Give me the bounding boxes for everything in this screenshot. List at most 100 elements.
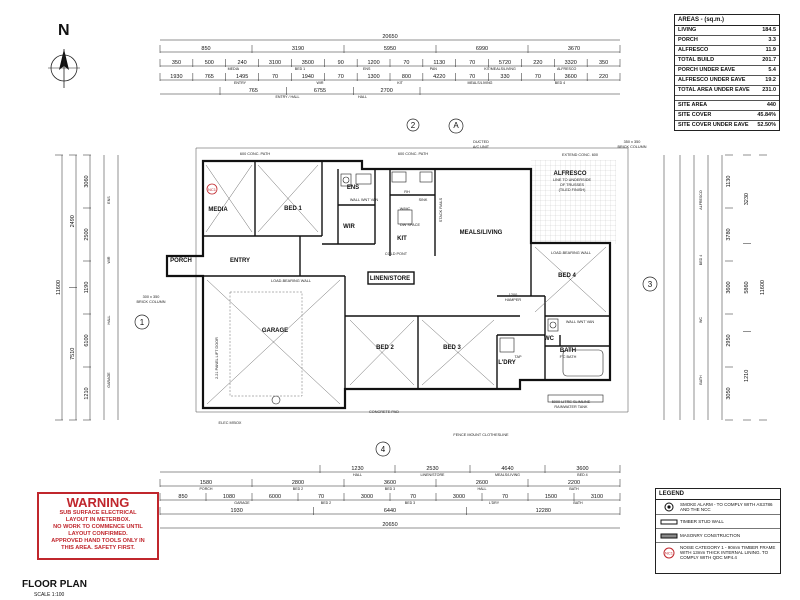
plan-scale: SCALE 1:100 <box>34 592 65 598</box>
bottom-dimensions <box>159 465 621 529</box>
warning-line: LAYOUT IN METERBOX. <box>65 517 131 523</box>
svg-text:NC1: NC1 <box>208 187 217 192</box>
dimension-label: HALL <box>358 95 367 99</box>
plan-note: COLD PONT <box>385 252 408 256</box>
plan-note: FENCE MOUNT CLOTHESLINE <box>453 433 509 437</box>
plan-note: W/MC <box>400 207 411 211</box>
plan-note: TAP <box>514 355 522 359</box>
plan-note: OF TRUSSES <box>560 183 585 187</box>
dimension-value: 1190 <box>84 282 90 294</box>
plan-note: RAINWATER TANK <box>554 405 588 409</box>
room-label: BED 4 <box>558 273 576 279</box>
dimension-label: KIT <box>397 81 403 85</box>
dimension-label: BATH <box>573 501 583 505</box>
dimension-label: MEALS/LIVING <box>495 473 520 477</box>
dimension-value: 1210 <box>744 370 750 382</box>
dimension-label: ENS <box>107 196 111 204</box>
dimension-label: MEDIA <box>228 67 240 71</box>
dimension-value: 240 <box>238 60 247 66</box>
areas-value: 184.5 <box>762 27 776 33</box>
warning-line: THIS AREA. SAFETY FIRST. <box>61 545 135 551</box>
dimension-value: 1230 <box>351 466 363 472</box>
fixtures <box>271 171 604 405</box>
north-arrow-icon <box>48 49 80 88</box>
dimension-label: BED 4 <box>699 255 703 265</box>
alfresco-hatch <box>531 160 616 244</box>
dimension-value: 3320 <box>565 60 577 66</box>
room-label: ALFRESCO <box>554 171 587 177</box>
dimension-label: ALFRESCO <box>699 190 703 210</box>
dimension-value: 70 <box>272 74 278 80</box>
dimension-value: 2530 <box>426 466 438 472</box>
plan-note: BRICK COLUMN <box>617 145 646 149</box>
section-marker-label: A <box>453 121 459 130</box>
noise-category-icon: NC1 <box>658 547 680 559</box>
warning-line: SUB SURFACE ELECTRICAL <box>59 510 137 516</box>
plan-note: DW SPACE <box>400 223 420 227</box>
plan-note: LINE TO UNDERSIDE <box>553 178 592 182</box>
dimension-value: 6000 <box>269 494 281 500</box>
timber-wall-icon <box>658 519 680 525</box>
dimension-value: 3050 <box>726 387 732 399</box>
areas-value: 19.2 <box>765 77 776 83</box>
dimension-value: 70 <box>535 74 541 80</box>
room-label: BED 3 <box>443 345 461 351</box>
garage-ceiling-lines <box>205 164 607 405</box>
room-label: ENTRY <box>230 258 250 264</box>
legend-item: NC1 NOISE CATEGORY 1 - 90mm TIMBER FRAME… <box>656 543 780 562</box>
dimension-value: 3600 <box>576 466 588 472</box>
warning-heading: WARNING <box>66 495 130 510</box>
plan-note: F'C BATH <box>560 355 577 359</box>
dimension-value: 330 <box>500 74 509 80</box>
dimension-value: 1210 <box>84 387 90 399</box>
plan-note: 350 x 350 <box>624 140 641 144</box>
plan-note: 600 CONC. PATH <box>398 152 428 156</box>
dimension-value: 70 <box>410 494 416 500</box>
room-label: WC <box>544 336 555 342</box>
internal-walls <box>203 161 610 389</box>
areas-value: 11.9 <box>765 47 776 53</box>
dimension-value: 11600 <box>760 280 766 295</box>
dimension-value: 7510 <box>70 348 76 360</box>
smoke-alarm-icon: NC1 <box>206 183 218 195</box>
legend: LEGEND SMOKE ALARM - TO COMPLY WITH AS37… <box>655 488 781 574</box>
dimension-value: 2800 <box>292 480 304 486</box>
dimension-label: PAN <box>430 67 438 71</box>
areas-value: 3.3 <box>768 37 776 43</box>
dimension-label: L'DRY <box>489 501 500 505</box>
plan-title: FLOOR PLAN <box>22 579 87 590</box>
dimension-label: ALFRESCO <box>557 67 577 71</box>
section-marker-label: 3 <box>648 280 653 289</box>
dimension-value: 3780 <box>726 228 732 240</box>
plan-note: CONCRETE PAD <box>369 410 399 414</box>
legend-item: SMOKE ALARM - TO COMPLY WITH AS3786 AND … <box>656 500 780 515</box>
north-label: N <box>58 22 70 39</box>
dimension-value: 3060 <box>84 175 90 187</box>
dimension-value: 20650 <box>382 34 397 40</box>
dimension-value: 5860 <box>744 281 750 293</box>
section-markers <box>134 118 658 457</box>
dimension-value: 3000 <box>361 494 373 500</box>
dimension-value: 4640 <box>501 466 513 472</box>
plan-note: 300 x 350 <box>143 295 160 299</box>
dimension-value: 70 <box>338 74 344 80</box>
areas-value: 45.84% <box>757 112 776 118</box>
dimension-value: 220 <box>533 60 542 66</box>
dimension-value: 1500 <box>545 494 557 500</box>
areas-label: SITE COVER <box>678 112 712 118</box>
masonry-icon <box>658 533 680 539</box>
dimension-value: 6100 <box>84 334 90 346</box>
warning-line: APPROVED HAND TOOLS ONLY IN <box>51 538 145 544</box>
dimension-value: 2500 <box>84 228 90 240</box>
dimension-label: BED 3 <box>385 487 395 491</box>
room-label: LINEN/STORE <box>370 276 410 282</box>
dimension-value: 765 <box>205 74 214 80</box>
areas-label: TOTAL AREA UNDER EAVE <box>678 87 750 93</box>
dimension-value: 11600 <box>56 280 62 295</box>
legend-text: SMOKE ALARM - TO COMPLY WITH AS3786 AND … <box>680 502 773 512</box>
dimension-value: 6990 <box>476 46 488 52</box>
dimension-value: 20650 <box>382 522 397 528</box>
dimension-label: GARAGE <box>234 501 250 505</box>
dimension-value: 2490 <box>70 215 76 227</box>
